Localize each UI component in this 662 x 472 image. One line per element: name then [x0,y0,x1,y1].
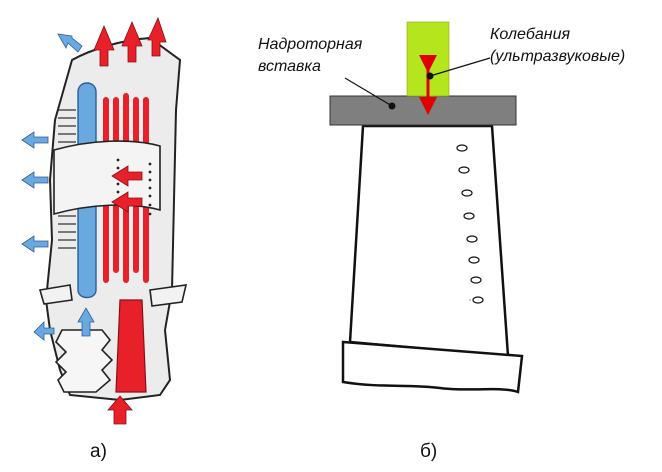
blade-root [54,329,114,393]
caption-left: а) [90,441,107,462]
hot-channel-riser [115,299,147,393]
leader-vibrations [429,57,491,77]
ultrasonic-setup [329,21,524,394]
label-shroud-insert-line2: вставка [258,58,321,75]
label-vibrations-line1: Колебания [490,26,571,43]
caption-right: б) [420,441,438,462]
leader-shroud-insert-dot [388,102,396,110]
blade-airfoil [348,124,510,358]
blade-platform [38,284,73,305]
leader-shroud-insert [344,77,393,107]
shroud-insert-bar [329,95,517,126]
blade-cooling-holes [456,144,484,304]
cutaway-band-holes [116,158,152,216]
blade-platform-right [149,284,188,307]
cutaway-band [53,140,161,216]
cool-air-arrows [21,33,95,341]
label-vibrations: Колебания (ультразвуковые) [490,24,625,68]
leader-vibrations-dot [426,72,434,80]
label-shroud-insert-line1: Надроторная [258,36,363,53]
cooled-blade-illustration [21,16,188,425]
label-shroud-insert: Надроторная вставка [258,34,362,78]
hot-air-arrows [93,16,167,425]
blade-base [341,340,524,394]
label-vibrations-line2: (ультразвуковые) [490,48,626,65]
